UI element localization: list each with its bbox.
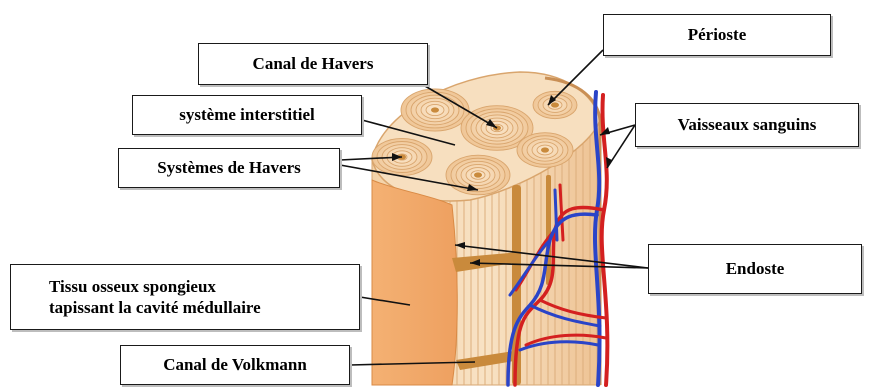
osteon-5 (517, 133, 573, 168)
label-tissu-osseux-spongieux: Tissu osseux spongieux tapissant la cavi… (10, 264, 360, 330)
label-vaisseaux-sanguins: Vaisseaux sanguins (635, 103, 859, 147)
label-perioste: Périoste (603, 14, 831, 56)
osteon-4 (446, 155, 510, 195)
osteon-6 (533, 91, 577, 118)
label-text: Périoste (688, 24, 747, 45)
label-systeme-interstitiel: système interstitiel (132, 95, 362, 135)
label-text-line2: tapissant la cavité médullaire (19, 297, 261, 318)
label-endoste: Endoste (648, 244, 862, 294)
label-text: système interstitiel (179, 104, 314, 125)
label-text-line1: Tissu osseux spongieux (19, 276, 216, 297)
label-systemes-de-havers: Systèmes de Havers (118, 148, 340, 188)
label-text: Canal de Havers (253, 53, 374, 74)
label-text: Canal de Volkmann (163, 354, 307, 375)
label-text: Vaisseaux sanguins (678, 114, 817, 135)
label-canal-de-havers: Canal de Havers (198, 43, 428, 85)
label-canal-de-volkmann: Canal de Volkmann (120, 345, 350, 385)
label-text: Systèmes de Havers (157, 157, 301, 178)
spongy-bone-region (372, 180, 457, 385)
label-text: Endoste (726, 258, 785, 279)
osteon-1 (401, 89, 469, 131)
